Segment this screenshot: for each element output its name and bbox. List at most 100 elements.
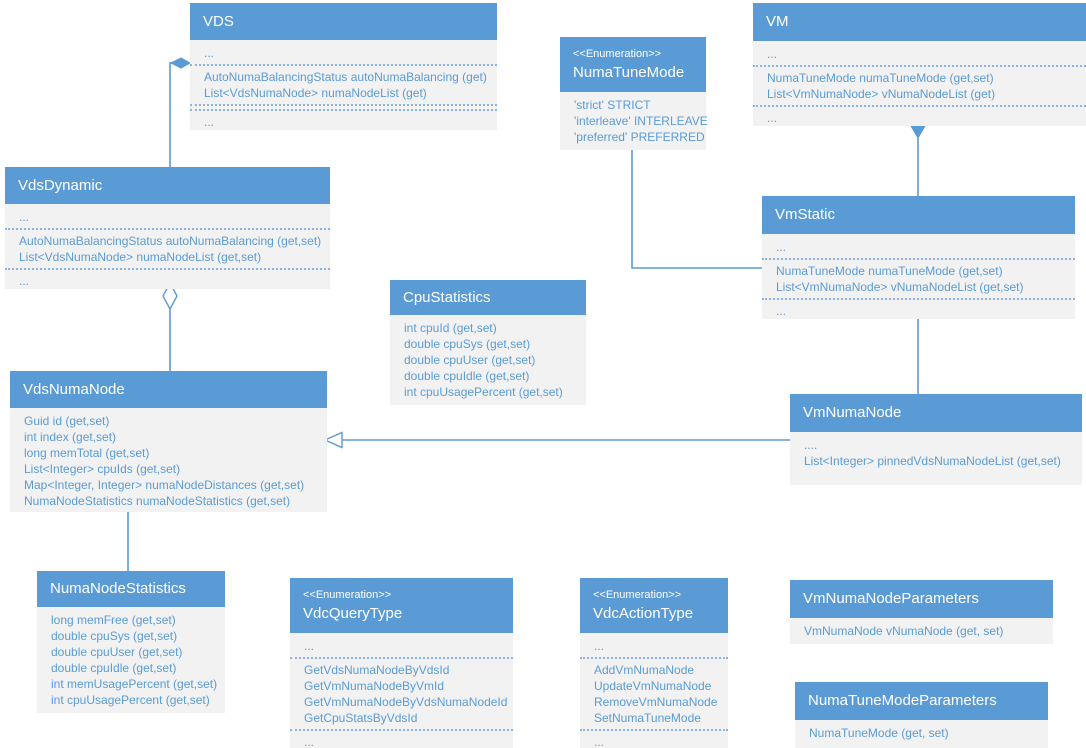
member-row: List<VmNumaNode> vNumaNodeList (get): [767, 87, 996, 101]
class-cpustatistics[interactable]: CpuStatistics int cpuId (get,set) double …: [390, 280, 586, 405]
connector-vdsdynamic-to-vdsnumanode[interactable]: [162, 281, 178, 371]
member-row: List<Integer> cpuIds (get,set): [24, 462, 181, 476]
class-members: int cpuId (get,set) double cpuSys (get,se…: [390, 315, 586, 405]
class-title-bar: CpuStatistics: [390, 280, 586, 315]
dotted-separator: [753, 65, 1086, 67]
connector-vm-to-vmstatic[interactable]: [910, 114, 926, 196]
stereotype-label: <<Enumeration>>: [303, 588, 392, 601]
class-vm[interactable]: VM ... NumaTuneMode numaTuneMode (get,set…: [753, 3, 1086, 126]
member-row: double cpuIdle (get,set): [51, 661, 177, 675]
open-arrowhead: [323, 431, 343, 449]
member-row: ...: [767, 111, 778, 125]
member-row: ...: [19, 274, 30, 288]
class-vdsnumanode[interactable]: VdsNumaNode Guid id (get,set) int index (…: [10, 371, 327, 512]
member-row: AutoNumaBalancingStatus autoNumaBalancin…: [19, 234, 322, 248]
class-title: NumaTuneModeParameters: [808, 692, 997, 709]
class-numanodestatistics[interactable]: NumaNodeStatistics long memFree (get,set…: [37, 571, 225, 713]
class-vdcquerytype[interactable]: <<Enumeration>> VdcQueryType ...GetVdsNu…: [290, 578, 513, 748]
member-row: ....: [804, 438, 818, 452]
member-row: ...: [594, 639, 605, 653]
stereotype-label: <<Enumeration>>: [593, 588, 682, 601]
class-title: VdcActionType: [593, 604, 694, 622]
dotted-separator: [762, 298, 1075, 300]
dotted-separator: [762, 258, 1075, 260]
dotted-separator: [290, 657, 513, 659]
member-row: ...: [19, 210, 30, 224]
class-members: Guid id (get,set) int index (get,set) long…: [10, 408, 327, 512]
member-row: NumaTuneMode numaTuneMode (get,set): [776, 264, 1003, 278]
class-title: VM: [766, 13, 789, 30]
dotted-separator: [290, 729, 513, 731]
member-row: List<Integer> pinnedVdsNumaNodeList (get…: [804, 454, 1061, 468]
class-title: VmNumaNodeParameters: [803, 590, 979, 607]
class-members: ... NumaTuneMode numaTuneMode (get,set) Li…: [762, 234, 1075, 319]
class-title-bar: <<Enumeration>> VdcActionType: [580, 578, 728, 633]
connector-vdsdynamic-to-vds[interactable]: [169, 57, 192, 167]
member-row: long memTotal (get,set): [24, 446, 150, 460]
member-row: SetNumaTuneMode: [594, 711, 701, 725]
class-numatunemodeparameters[interactable]: NumaTuneModeParameters NumaTuneMode (get…: [795, 682, 1048, 748]
member-row: List<VmNumaNode> vNumaNodeList (get,set): [776, 280, 1024, 294]
class-title-bar: VDS: [190, 3, 497, 40]
member-row: int cpuUsagePercent (get,set): [404, 385, 563, 399]
member-row: 'strict' STRICT: [574, 98, 651, 112]
class-vmnumanode[interactable]: VmNumaNode .... List<Integer> pinnedVdsNu…: [790, 394, 1082, 485]
class-title-bar: VmStatic: [762, 196, 1075, 234]
member-row: ...: [776, 304, 787, 318]
class-vmstatic[interactable]: VmStatic ... NumaTuneMode numaTuneMode (g…: [762, 196, 1075, 319]
member-row: UpdateVmNumaNode: [594, 679, 712, 693]
class-title-bar: <<Enumeration>> NumaTuneMode: [560, 37, 706, 92]
class-title: VDS: [203, 12, 234, 30]
member-row: NumaTuneMode numaTuneMode (get,set): [767, 71, 994, 85]
class-title: CpuStatistics: [403, 288, 491, 306]
composition-diamond: [169, 57, 192, 69]
class-vdcactiontype[interactable]: <<Enumeration>> VdcActionType ...AddVmNu…: [580, 578, 728, 748]
member-row: Guid id (get,set): [24, 414, 110, 428]
class-title-bar: <<Enumeration>> VdcQueryType: [290, 578, 513, 633]
member-row: VmNumaNode vNumaNode (get, set): [804, 624, 1004, 638]
member-row: double cpuSys (get,set): [404, 337, 531, 351]
member-row: ...: [304, 639, 315, 653]
class-vdsdynamic[interactable]: VdsDynamic ... AutoNumaBalancingStatus au…: [5, 167, 330, 289]
class-members: .... List<Integer> pinnedVdsNumaNodeList …: [790, 432, 1082, 485]
member-row: double cpuIdle (get,set): [404, 369, 530, 383]
member-row: AutoNumaBalancingStatus autoNumaBalancin…: [204, 70, 487, 84]
dotted-separator: [190, 64, 497, 66]
class-title-bar: NumaTuneModeParameters: [795, 682, 1048, 720]
member-row: int index (get,set): [24, 430, 117, 444]
member-row: ...: [204, 46, 215, 60]
class-members: VmNumaNode vNumaNode (get, set): [790, 618, 1053, 644]
member-row: GetCpuStatsByVdsId: [304, 711, 418, 725]
member-row: int cpuId (get,set): [404, 321, 497, 335]
class-title: VdsDynamic: [18, 176, 103, 194]
member-row: double cpuUser (get,set): [404, 353, 536, 367]
member-row: Map<Integer, Integer> numaNodeDistances …: [24, 478, 305, 492]
dotted-separator: [5, 268, 330, 270]
member-row: 'interleave' INTERLEAVE: [574, 114, 708, 128]
class-vds[interactable]: VDS ... AutoNumaBalancingStatus autoNumaB…: [190, 3, 497, 130]
connector-numatunemode-to-vmstatic[interactable]: [631, 150, 762, 269]
class-vmnumanodeparameters[interactable]: VmNumaNodeParameters VmNumaNode vNumaNod…: [790, 580, 1053, 644]
member-row: long memFree (get,set): [51, 613, 176, 627]
class-title: VmNumaNode: [803, 404, 902, 421]
member-row: ...: [204, 115, 215, 129]
dotted-separator: [580, 657, 728, 659]
member-row: double cpuUser (get,set): [51, 645, 183, 659]
class-title-bar: VmNumaNodeParameters: [790, 580, 1053, 618]
stereotype-label: <<Enumeration>>: [573, 47, 662, 60]
class-title-bar: NumaNodeStatistics: [37, 571, 225, 607]
class-title-bar: VmNumaNode: [790, 394, 1082, 432]
member-row: int cpuUsagePercent (get,set): [51, 693, 210, 707]
class-numatunemode[interactable]: <<Enumeration>> NumaTuneMode 'strict' ST…: [560, 37, 708, 150]
connector-vmnumanode-to-vdsnumanode[interactable]: [323, 431, 790, 449]
member-row: ...: [304, 735, 315, 748]
member-row: GetVmNumaNodeByVdsNumaNodeId: [304, 695, 508, 709]
class-title-bar: VM: [753, 3, 1086, 41]
class-title: VdsNumaNode: [23, 380, 125, 398]
member-row: List<VdsNumaNode> numaNodeList (get,set): [19, 250, 262, 264]
double-dotted-separator: [190, 104, 497, 111]
class-title-bar: VdsDynamic: [5, 167, 330, 204]
class-members: long memFree (get,set)double cpuSys (get…: [37, 607, 225, 713]
